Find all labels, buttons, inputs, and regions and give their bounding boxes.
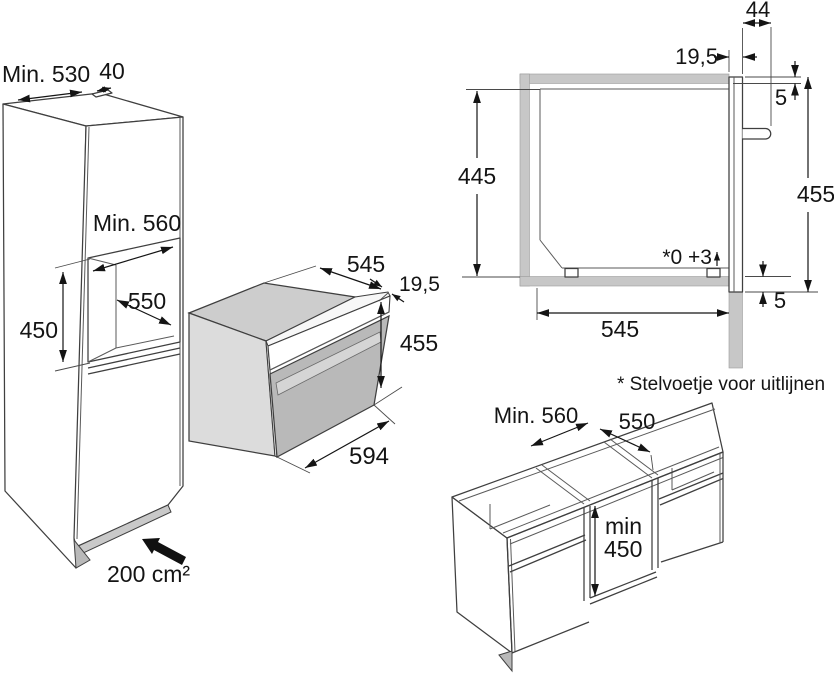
vent-arrow-icon [142,538,186,565]
dim-label-base-niche-height-min: min [605,513,642,539]
section-bottom-shelf [519,276,730,287]
niche-floor-left-edge [87,347,117,363]
base-niche-floor-1 [589,571,657,599]
ext-oven-height-top [378,292,389,302]
section-oven-foot-right [706,267,721,278]
plinth-triangle [73,538,91,569]
dim-label-handle-clearance: 44 [746,0,770,22]
base-plinth-triangle [498,650,513,673]
dim-label-niche-height: 445 [458,163,496,189]
oven-band-bottom-line [269,311,390,371]
dim-line-niche-width [92,246,174,272]
base-right-box-inner-2 [671,471,715,491]
lower-door-top-line-2 [87,353,181,375]
base-divider-a-top-1 [535,467,585,505]
dim-line-oven-depth [319,267,382,290]
base-left-arris [506,537,513,654]
base-right-drawer-line-2 [659,477,724,506]
dim-label-overlap-top: 5 [775,85,787,110]
lower-door-top-line-1 [87,347,181,369]
section-door-handle [742,127,772,140]
base-front-top-edge-inner [509,457,724,545]
niche-floor-back-edge [115,335,175,349]
footnote-leveling-feet: * Stelvoetje voor uitlijnen [617,374,825,395]
dim-label-niche-depth: 550 [128,288,166,314]
dim-label-niche-width: Min. 560 [93,210,181,236]
figure-tall-cabinet: Min. 530 40 Min. 560 550 450 200 cm² [2,58,190,587]
label-feet-adjustment: *0 +3 [662,246,712,269]
figure-base-cabinet: Min. 560 550 min 450 [451,402,724,673]
dim-label-oven-protrusion: 19,5 [399,273,440,296]
base-left-box-inner-2 [489,504,551,530]
ext-niche-height-top [54,258,91,269]
ext-niche-height-bottom [54,362,91,372]
base-front-top-edge [506,451,724,539]
figure-cross-section: 44 19,5 5 445 455 *0 +3 5 545 * Stelvoet… [458,0,834,395]
base-left-door-bottom [511,621,590,654]
dim-label-niche-depth: 545 [601,316,639,342]
dim-line-base-niche-depth [599,428,651,453]
ext-oven-width-left [276,456,311,474]
dim-label-niche-height: 450 [20,317,58,343]
label-vent-area: 200 cm² [107,561,190,587]
base-right-drawer-line-1 [658,472,724,500]
section-front-panel-below [728,282,743,369]
section-left-wall [519,73,530,287]
dim-line-top-gap [96,86,112,93]
base-right-door-bottom [660,541,724,563]
dim-label-cabinet-depth: Min. 530 [2,61,90,87]
dim-label-oven-height: 455 [400,330,438,356]
section-oven-foot-left [564,267,579,278]
base-niche-floor-2 [589,576,658,605]
base-divider-a-top-2 [541,464,591,502]
ext-oven-width-right [373,404,396,425]
dim-label-door-protrusion: 19,5 [675,44,718,69]
base-left-arris-inner [510,538,516,653]
dim-label-base-niche-width: Min. 560 [494,403,578,428]
dim-arrow-oven-protrusion-a [369,278,383,288]
dim-label-oven-width: 594 [349,443,389,470]
base-left-drawer-line-1 [508,534,586,567]
dim-line-base-niche-width [530,422,589,447]
dim-label-front-height: 455 [797,181,834,207]
section-top-wall [519,73,730,84]
base-top-back-inner [458,408,716,502]
dim-label-overlap-bottom: 5 [774,288,786,313]
ext-oven-depth [263,265,317,284]
dim-arrow-oven-protrusion-b [391,293,405,303]
section-oven-door [728,76,744,293]
dim-line-cabinet-depth [17,89,83,103]
ext-base-niche-depth [650,454,654,471]
dim-label-oven-depth: 545 [347,251,385,277]
dim-label-base-niche-depth: 550 [619,409,656,434]
ext-oven-height-bottom [373,386,403,406]
cabinet-front-arris-line [76,126,90,540]
dim-line-niche-depth [116,299,172,326]
base-top-front-inner [502,446,720,534]
section-oven-chamfer [539,239,563,269]
figure-oven: 545 19,5 455 594 [187,251,440,474]
base-left-drawer-line-2 [509,539,587,573]
dim-line-oven-width [304,420,390,469]
dim-label-top-gap: 40 [99,58,125,84]
dim-label-base-niche-height-value: 450 [604,536,642,562]
